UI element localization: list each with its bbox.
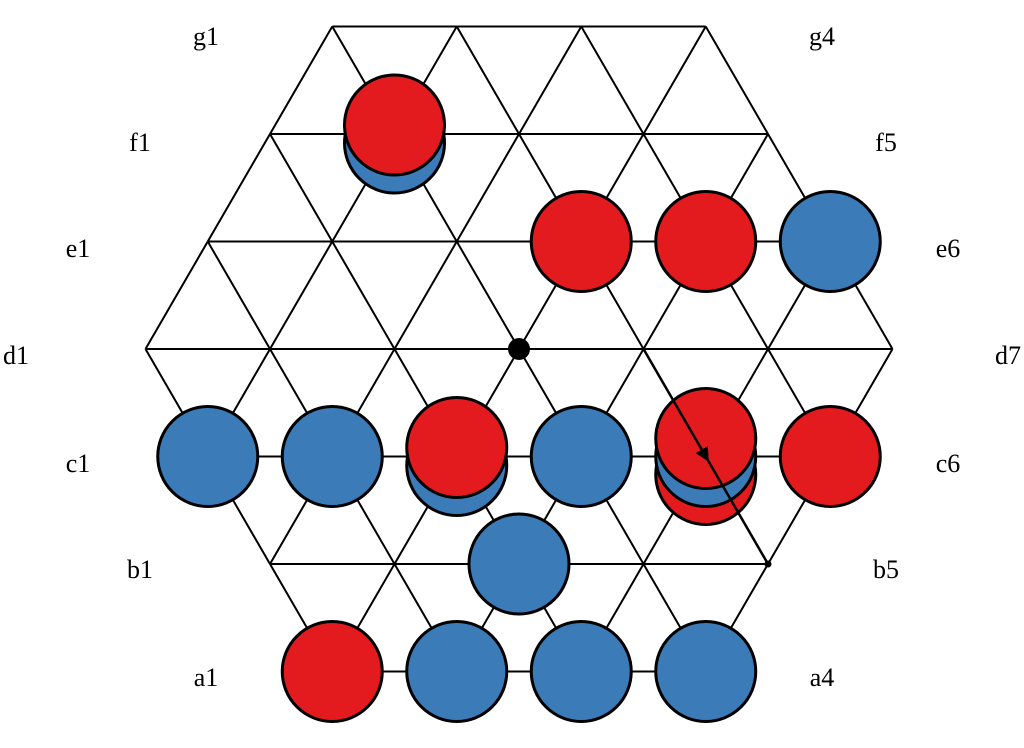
- blue-piece[interactable]: [467, 512, 571, 616]
- piece-stack-a3[interactable]: [529, 620, 633, 723]
- red-piece[interactable]: [280, 620, 384, 723]
- coord-label-g1: g1: [193, 22, 219, 51]
- grid-line-diagonal: [206, 240, 271, 350]
- grid-line-diagonal: [269, 25, 334, 135]
- red-piece[interactable]: [654, 190, 758, 293]
- piece-stack-c3[interactable]: [405, 396, 509, 517]
- coord-label-c6: c6: [935, 449, 961, 478]
- piece-stack-c6[interactable]: [778, 405, 882, 508]
- piece-stack-e4[interactable]: [529, 190, 633, 293]
- move-arrow-layer: [642, 348, 772, 568]
- blue-piece[interactable]: [778, 190, 882, 293]
- piece-stack-a1[interactable]: [280, 620, 384, 723]
- blue-piece[interactable]: [280, 405, 384, 508]
- red-piece[interactable]: [343, 73, 446, 177]
- move-arrow-head-icon: [695, 446, 709, 462]
- blue-piece[interactable]: [156, 405, 260, 508]
- move-arrow: [642, 348, 772, 568]
- grid-line-diagonal: [269, 133, 334, 243]
- red-piece[interactable]: [405, 396, 509, 499]
- blue-piece[interactable]: [405, 620, 509, 723]
- piece-stack-b3[interactable]: [467, 512, 571, 616]
- coord-label-b1: b1: [127, 555, 153, 584]
- blue-piece[interactable]: [529, 620, 633, 723]
- coord-label-e6: e6: [935, 234, 961, 263]
- piece-stack-e6[interactable]: [778, 190, 882, 293]
- move-arrow-end-dot: [764, 560, 772, 568]
- red-piece[interactable]: [529, 190, 633, 293]
- grid-line-diagonal: [455, 25, 520, 135]
- piece-stack-c2[interactable]: [280, 405, 384, 508]
- grid-line-diagonal: [269, 240, 334, 350]
- coord-label-g4: g4: [809, 22, 835, 51]
- red-piece[interactable]: [778, 405, 882, 508]
- coord-label-e1: e1: [65, 234, 91, 263]
- grid-line-diagonal: [206, 133, 271, 243]
- coord-label-c1: c1: [65, 449, 91, 478]
- grid-line-diagonal: [580, 25, 645, 135]
- piece-stack-c4[interactable]: [529, 405, 633, 508]
- coord-label-f1: f1: [129, 128, 151, 157]
- grid-line-diagonal: [642, 25, 707, 135]
- grid-line-diagonal: [331, 240, 396, 350]
- piece-stack-c1[interactable]: [156, 405, 260, 508]
- grid-line-diagonal: [455, 240, 520, 350]
- blue-piece[interactable]: [529, 405, 633, 508]
- piece-stack-e5[interactable]: [654, 190, 758, 293]
- coord-label-d7: d7: [995, 341, 1021, 370]
- pieces-layer: [156, 73, 882, 723]
- center-marker-dot: [508, 338, 530, 360]
- center-marker-layer: [508, 338, 530, 360]
- red-piece[interactable]: [654, 387, 758, 490]
- grid-line-diagonal: [144, 240, 209, 350]
- grid-line-diagonal: [518, 25, 583, 135]
- grid-line-diagonal: [455, 133, 520, 243]
- coord-label-f5: f5: [875, 128, 897, 157]
- grid-line-diagonal: [704, 25, 769, 135]
- coord-label-b5: b5: [873, 555, 899, 584]
- coord-label-a1: a1: [193, 663, 219, 692]
- piece-stack-a4[interactable]: [654, 620, 758, 723]
- piece-stack-a2[interactable]: [405, 620, 509, 723]
- coord-label-a4: a4: [809, 663, 835, 692]
- grid-line-diagonal: [393, 240, 458, 350]
- blue-piece[interactable]: [654, 620, 758, 723]
- piece-stack-f2[interactable]: [343, 73, 446, 195]
- coord-label-d1: d1: [3, 341, 29, 370]
